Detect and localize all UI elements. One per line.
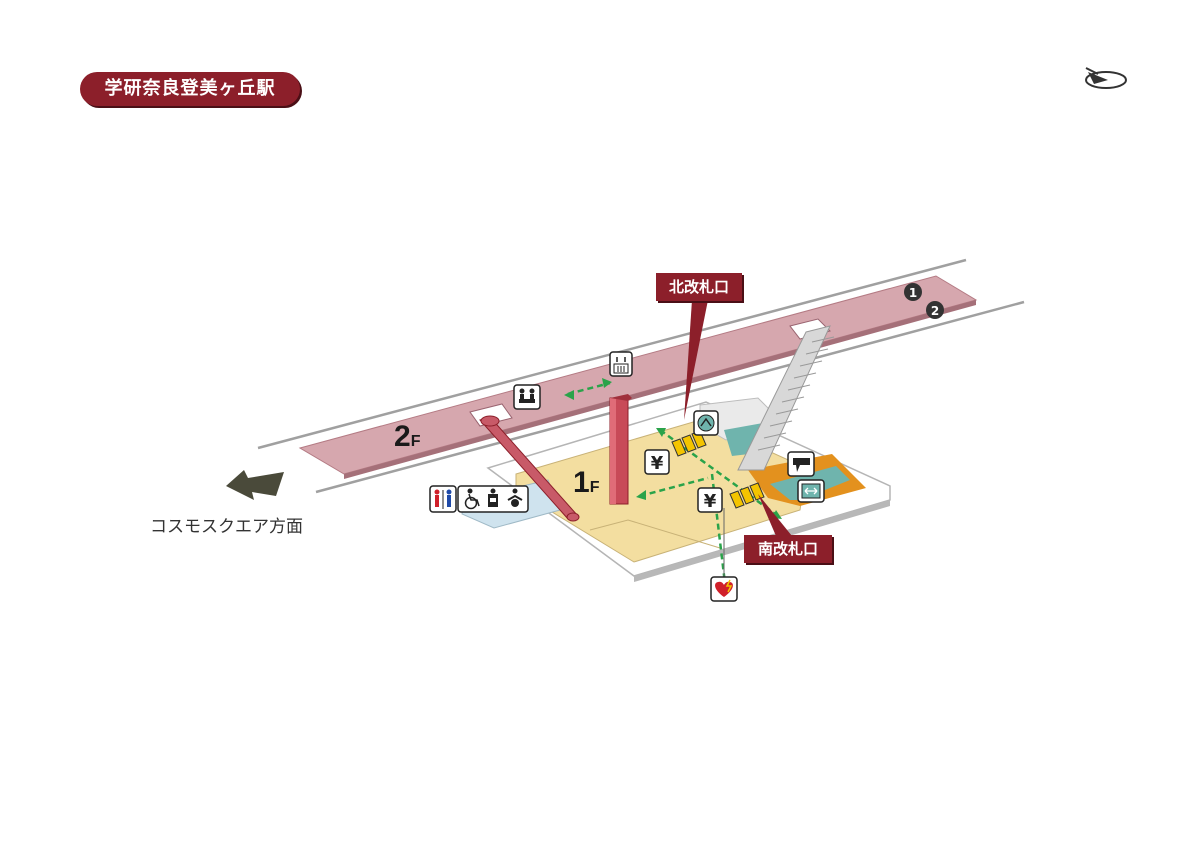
north-ticket-gates	[671, 430, 707, 457]
waiting-room-icon	[513, 384, 541, 410]
floor-1f-number: 1	[573, 466, 590, 499]
route-arrowhead	[636, 490, 646, 500]
north-gate-label: 北改札口	[656, 273, 742, 301]
floor-2f-label: 2F	[394, 420, 420, 454]
station-title: 学研奈良登美ヶ丘駅	[80, 72, 300, 106]
platform-number-1: 1	[904, 283, 922, 301]
platform-number-2-label: 2	[931, 304, 939, 318]
fare-adjustment-icon: ¥	[644, 449, 670, 475]
platform-number-1-label: 1	[909, 286, 917, 300]
baby-care-icon	[507, 488, 523, 507]
direction-label: コスモスクエア方面	[150, 517, 303, 537]
platform-number-2: 2	[926, 301, 944, 319]
floor-1f-unit: F	[589, 479, 600, 496]
floor-1f-label: 1F	[573, 466, 599, 500]
ramp	[479, 415, 580, 522]
wheelchair-icon	[464, 488, 480, 510]
north-arrow-icon	[1085, 67, 1127, 89]
transfer-icon	[693, 410, 719, 436]
elevator-shaft	[609, 394, 632, 505]
route-arrowhead	[656, 428, 666, 437]
elevator-icon	[609, 351, 633, 377]
north-gate-pointer	[684, 300, 708, 420]
aed-icon	[710, 576, 738, 602]
floor-2f-unit: F	[410, 433, 421, 450]
ostomate-icon	[488, 488, 498, 507]
fare-adjustment-icon: ¥	[697, 487, 723, 513]
staircase	[737, 325, 835, 471]
south-ticket-gates	[729, 482, 765, 509]
south-gate-label: 南改札口	[744, 535, 832, 563]
south-gate-pointer	[758, 494, 792, 536]
direction-arrow-icon	[226, 470, 284, 500]
exchange-icon	[797, 479, 825, 503]
station-office-icon	[787, 451, 815, 477]
ticket-symbol: ¥	[651, 453, 664, 474]
route-arrowhead	[564, 390, 574, 400]
route-arrowhead	[602, 378, 612, 388]
floor-2f-number: 2	[394, 420, 411, 453]
restroom-icon	[429, 485, 457, 513]
ticket-symbol: ¥	[704, 491, 717, 512]
